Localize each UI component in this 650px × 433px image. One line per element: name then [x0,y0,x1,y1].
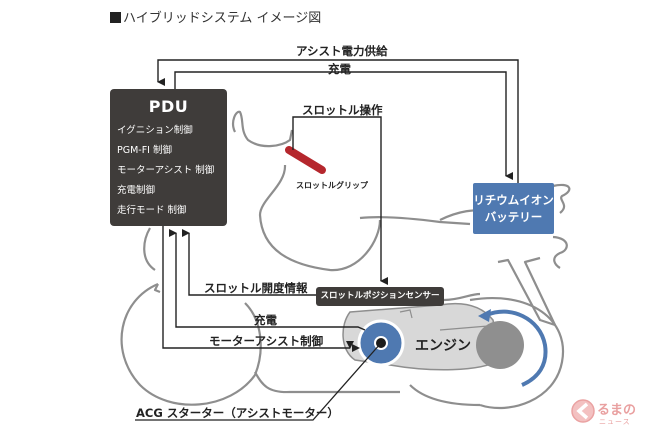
acg-starter-label: ACG スターター（アシストモーター） [136,406,339,420]
flow-assist-power [157,59,519,183]
label-charge-bottom: 充電 [254,313,277,327]
label-charge-top: 充電 [328,62,351,76]
page-title: ハイブリッドシステム イメージ図 [110,7,321,26]
engine-drum [476,321,524,369]
acg-leader-line [135,342,382,421]
pdu-item: モーターアシスト 制御 [117,165,215,176]
throttle-position-sensor-box: スロットルポジションセンサー [316,287,444,306]
label-throttle-info: スロットル開度情報 [204,281,308,295]
flow-charge-bottom [169,229,366,331]
label-throttle-op: スロットル操作 [302,103,383,117]
pdu-item: イグニション制御 [117,125,193,136]
logo-text-top: るまの [597,403,637,418]
pdu-item: 走行モード 制御 [117,205,187,216]
battery-line1: リチウムイオン [473,192,554,207]
flow-charge-top [174,71,513,180]
throttle-grip-label: スロットルグリップ [296,181,368,190]
pdu-item: PGM-FI 制御 [117,145,173,156]
square-bullet-icon [110,12,121,23]
page-title-text: ハイブリッドシステム イメージ図 [123,11,322,26]
logo-mark [571,399,595,423]
scooter-outline [120,110,571,410]
pdu-box: PDU イグニション制御 PGM-FI 制御 モーターアシスト 制御 充電制御 … [110,89,227,226]
pdu-heading: PDU [148,97,189,116]
flow-motor-assist [162,226,354,349]
rotation-arrow [486,309,548,387]
label-assist-power: アシスト電力供給 [296,44,388,58]
battery-line2: バッテリー [484,209,543,224]
battery-box: リチウムイオン バッテリー [473,183,554,234]
flow-throttle-op [292,116,388,285]
flow-throttle-info [182,229,316,296]
engine-label: エンジン [415,338,471,354]
pdu-item: 充電制御 [117,185,156,196]
logo-text-bottom: ニュース [599,418,631,426]
throttle-grip [285,146,326,174]
label-motor-assist: モーターアシスト制御 [209,334,324,348]
